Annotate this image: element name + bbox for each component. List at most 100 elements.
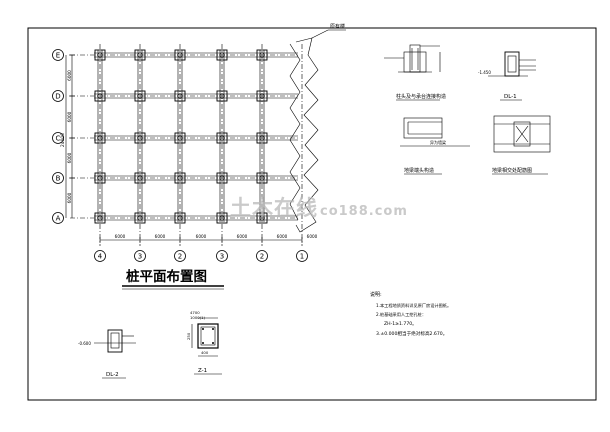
pile-cap bbox=[256, 132, 268, 144]
z1-dim-top2: 1000(1) bbox=[190, 315, 206, 320]
break-line-inner bbox=[289, 43, 301, 221]
pile bbox=[177, 93, 183, 99]
column-axis-bubble bbox=[216, 250, 228, 262]
detail1-column bbox=[409, 44, 421, 73]
beam-end-body bbox=[403, 117, 443, 139]
pile-cap bbox=[94, 90, 106, 102]
pile bbox=[219, 175, 225, 181]
drawing-border bbox=[27, 27, 597, 401]
z1-bar bbox=[212, 328, 214, 330]
row-axis-label: B bbox=[56, 174, 61, 182]
intersection-diag2 bbox=[515, 125, 529, 143]
pile bbox=[177, 52, 183, 58]
pile-cap bbox=[216, 212, 228, 224]
z1-bar bbox=[202, 328, 204, 330]
pile-cap bbox=[216, 90, 228, 102]
column-axis-bubble bbox=[134, 250, 146, 262]
pile-cap bbox=[256, 90, 268, 102]
detail-dl2: -0.600 DL-2 bbox=[78, 329, 136, 379]
intersection-outline bbox=[493, 115, 551, 153]
bottom-dim-text: 6000 bbox=[196, 234, 207, 239]
notes-line2: 2.桩基础采用人工挖孔桩： bbox=[376, 311, 426, 318]
break-leader bbox=[311, 29, 329, 39]
pile bbox=[259, 175, 265, 181]
pile-cap bbox=[134, 172, 146, 184]
detail-beam-end: 异为墙梁 地梁端头构造 bbox=[400, 117, 470, 175]
pile-cap bbox=[134, 212, 146, 224]
dl1-stirrup bbox=[507, 55, 517, 73]
column-axis-bubble bbox=[174, 250, 186, 262]
left-dim-text: 6000 bbox=[67, 70, 72, 81]
plan-title: 桩平面布置图 bbox=[126, 268, 207, 285]
column-axis-label: 1 bbox=[300, 252, 304, 260]
pile-cap bbox=[216, 132, 228, 144]
z1-dim-bottom: 400 bbox=[201, 350, 209, 355]
detail-column-cap: 柱头及与承台连接构造 bbox=[384, 44, 446, 101]
pile-cap bbox=[94, 49, 106, 61]
pile bbox=[137, 215, 143, 221]
watermark-text: 土木在线 bbox=[230, 196, 318, 220]
pile bbox=[259, 52, 265, 58]
bottom-dim-text: 6000 bbox=[155, 234, 166, 239]
pile-cap bbox=[174, 90, 186, 102]
column-axis-label: 2 bbox=[260, 252, 264, 260]
pile-cap bbox=[256, 212, 268, 224]
row-axis-label: D bbox=[55, 92, 60, 100]
bottom-dim-text: 6000 bbox=[115, 234, 126, 239]
pile bbox=[97, 215, 103, 221]
notes-heading: 说明: bbox=[370, 291, 382, 298]
detail1-title: 柱头及与承台连接构造 bbox=[396, 93, 446, 100]
detail3-title: 地梁端头构造 bbox=[404, 167, 434, 174]
row-axis-label: E bbox=[56, 51, 60, 59]
left-dim-text: 6000 bbox=[67, 111, 72, 122]
pile bbox=[137, 93, 143, 99]
dl2-title: DL-2 bbox=[106, 372, 119, 378]
pile bbox=[259, 215, 265, 221]
pile bbox=[259, 93, 265, 99]
z1-dim-side: 250 bbox=[186, 332, 191, 340]
detail4-title: 地梁相交处配筋图 bbox=[492, 167, 532, 174]
column-axis-bubble bbox=[296, 250, 308, 262]
pile-cap bbox=[134, 49, 146, 61]
bottom-dim-text: 6000 bbox=[237, 234, 248, 239]
pile-cap bbox=[134, 90, 146, 102]
pile-cap bbox=[256, 172, 268, 184]
detail-z1: 4700 1000(1) 250 400 Z-1 bbox=[186, 310, 222, 375]
dl1-section bbox=[504, 51, 520, 77]
row-axis-bubble bbox=[52, 49, 64, 61]
row-axis-label: C bbox=[56, 134, 61, 142]
pile bbox=[219, 93, 225, 99]
break-note: 原有楼 bbox=[330, 23, 345, 30]
break-line bbox=[295, 37, 319, 233]
pile bbox=[259, 135, 265, 141]
beam-end-note: 异为墙梁 bbox=[430, 139, 446, 145]
z1-section bbox=[197, 323, 219, 349]
pile bbox=[219, 135, 225, 141]
column-axis-label: 4 bbox=[98, 252, 103, 260]
pile-caps bbox=[94, 49, 268, 224]
pile-cap bbox=[174, 132, 186, 144]
column-axis-label: 2 bbox=[178, 252, 182, 260]
notes-line1: 1.本工程地质资料详见原厂房设计图纸。 bbox=[376, 302, 451, 309]
general-notes: 说明: 1.本工程地质资料详见原厂房设计图纸。 2.桩基础采用人工挖孔桩： ZH… bbox=[370, 291, 451, 337]
z1-stirrup bbox=[200, 326, 216, 346]
row-axis-bubble bbox=[52, 132, 64, 144]
z1-title: Z-1 bbox=[198, 368, 207, 374]
pile bbox=[97, 93, 103, 99]
detail1-cap bbox=[403, 51, 427, 73]
dl2-section bbox=[107, 329, 123, 353]
pile bbox=[97, 175, 103, 181]
column-axis-label: 3 bbox=[138, 252, 142, 260]
pile bbox=[137, 52, 143, 58]
column-axis-label: 3 bbox=[220, 252, 224, 260]
z1-dim-top: 4700 bbox=[190, 310, 200, 315]
dl1-title: DL-1 bbox=[504, 94, 517, 100]
detail-beam-intersection: 地梁相交处配筋图 bbox=[492, 115, 551, 175]
row-axis-bubble bbox=[52, 212, 64, 224]
notes-line3: ZH-1≥1.770。 bbox=[384, 321, 417, 327]
intersection-core bbox=[513, 121, 531, 147]
